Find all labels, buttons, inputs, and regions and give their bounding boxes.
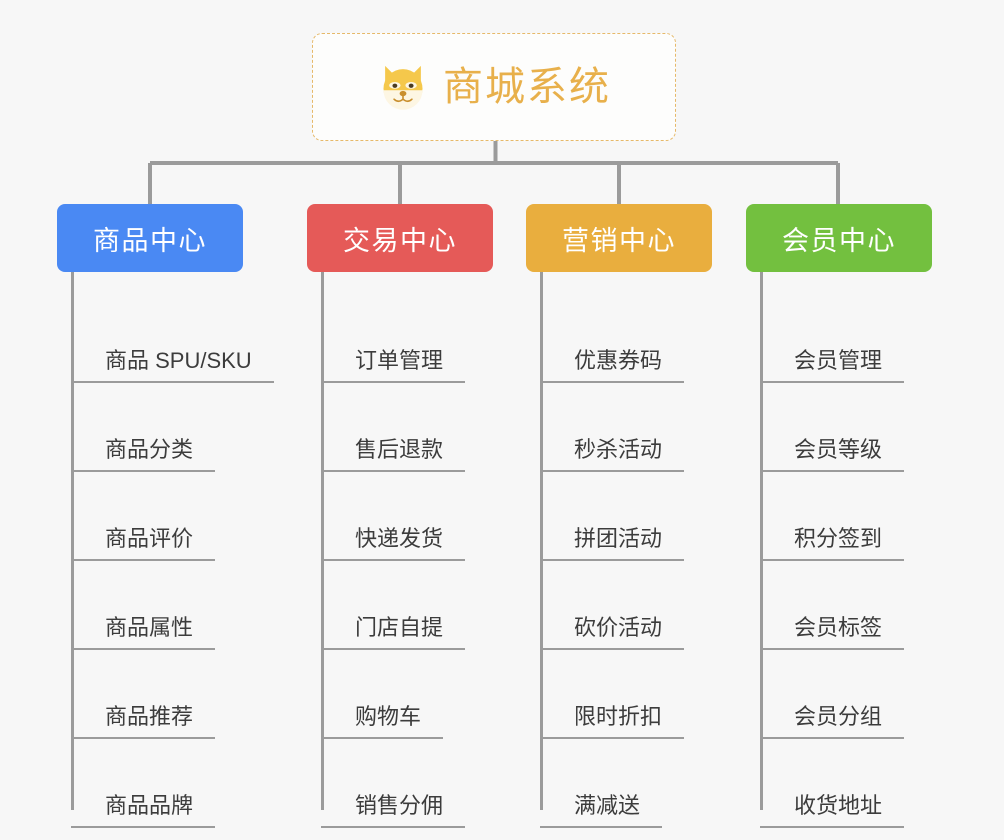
leaf-item-label: 购物车 xyxy=(321,706,444,739)
category-column: 会员中心会员管理会员等级积分签到会员标签会员分组收货地址 xyxy=(746,204,932,828)
leaf-item[interactable]: 满减送 xyxy=(526,739,712,828)
category-header[interactable]: 商品中心 xyxy=(57,204,243,272)
leaf-item-label: 满减送 xyxy=(540,795,663,828)
leaf-item-label: 订单管理 xyxy=(321,350,466,383)
root-node[interactable]: 商城系统 xyxy=(312,33,676,141)
leaf-item[interactable]: 会员标签 xyxy=(746,561,932,650)
leaf-item[interactable]: 会员管理 xyxy=(746,294,932,383)
leaf-item[interactable]: 销售分佣 xyxy=(307,739,493,828)
leaf-item[interactable]: 秒杀活动 xyxy=(526,383,712,472)
leaf-item-label: 积分签到 xyxy=(760,528,905,561)
leaf-item-label: 限时折扣 xyxy=(540,706,685,739)
leaf-item-label: 收货地址 xyxy=(760,795,905,828)
leaf-item-label: 商品推荐 xyxy=(71,706,216,739)
leaf-item-label: 商品 SPU/SKU xyxy=(71,350,274,383)
leaf-item[interactable]: 砍价活动 xyxy=(526,561,712,650)
leaf-item-label: 砍价活动 xyxy=(540,617,685,650)
category-items: 订单管理售后退款快递发货门店自提购物车销售分佣 xyxy=(307,272,493,828)
leaf-item[interactable]: 购物车 xyxy=(307,650,493,739)
leaf-item[interactable]: 门店自提 xyxy=(307,561,493,650)
leaf-item-label: 销售分佣 xyxy=(321,795,466,828)
leaf-item[interactable]: 订单管理 xyxy=(307,294,493,383)
leaf-item-label: 秒杀活动 xyxy=(540,439,685,472)
category-column: 交易中心订单管理售后退款快递发货门店自提购物车销售分佣 xyxy=(307,204,493,828)
category-header[interactable]: 交易中心 xyxy=(307,204,493,272)
leaf-item[interactable]: 积分签到 xyxy=(746,472,932,561)
leaf-item[interactable]: 商品推荐 xyxy=(57,650,243,739)
leaf-item[interactable]: 限时折扣 xyxy=(526,650,712,739)
leaf-item-label: 会员分组 xyxy=(760,706,905,739)
category-header[interactable]: 营销中心 xyxy=(526,204,712,272)
leaf-item[interactable]: 拼团活动 xyxy=(526,472,712,561)
leaf-item-label: 优惠券码 xyxy=(540,350,685,383)
leaf-item-label: 会员等级 xyxy=(760,439,905,472)
leaf-item[interactable]: 商品品牌 xyxy=(57,739,243,828)
leaf-item[interactable]: 商品评价 xyxy=(57,472,243,561)
leaf-item-label: 商品品牌 xyxy=(71,795,216,828)
leaf-item-label: 商品属性 xyxy=(71,617,216,650)
leaf-item[interactable]: 收货地址 xyxy=(746,739,932,828)
leaf-item-label: 售后退款 xyxy=(321,439,466,472)
category-column: 营销中心优惠券码秒杀活动拼团活动砍价活动限时折扣满减送 xyxy=(526,204,712,828)
leaf-item-label: 会员管理 xyxy=(760,350,905,383)
leaf-item[interactable]: 会员分组 xyxy=(746,650,932,739)
category-items: 商品 SPU/SKU 商品分类商品评价商品属性商品推荐商品品牌 xyxy=(57,272,274,828)
leaf-item[interactable]: 商品 SPU/SKU xyxy=(57,294,274,383)
leaf-item-label: 会员标签 xyxy=(760,617,905,650)
leaf-item[interactable]: 会员等级 xyxy=(746,383,932,472)
leaf-item-label: 拼团活动 xyxy=(540,528,685,561)
leaf-item-label: 快递发货 xyxy=(321,528,466,561)
category-header[interactable]: 会员中心 xyxy=(746,204,932,272)
leaf-item[interactable]: 快递发货 xyxy=(307,472,493,561)
leaf-item[interactable]: 商品属性 xyxy=(57,561,243,650)
category-items: 优惠券码秒杀活动拼团活动砍价活动限时折扣满减送 xyxy=(526,272,712,828)
leaf-item[interactable]: 优惠券码 xyxy=(526,294,712,383)
leaf-item[interactable]: 商品分类 xyxy=(57,383,243,472)
leaf-item-label: 商品评价 xyxy=(71,528,216,561)
category-column: 商品中心商品 SPU/SKU 商品分类商品评价商品属性商品推荐商品品牌 xyxy=(57,204,274,828)
leaf-item-label: 商品分类 xyxy=(71,439,216,472)
leaf-item[interactable]: 售后退款 xyxy=(307,383,493,472)
category-items: 会员管理会员等级积分签到会员标签会员分组收货地址 xyxy=(746,272,932,828)
shiba-dog-face-icon xyxy=(383,65,423,110)
leaf-item-label: 门店自提 xyxy=(321,617,466,650)
root-title: 商城系统 xyxy=(443,65,611,109)
